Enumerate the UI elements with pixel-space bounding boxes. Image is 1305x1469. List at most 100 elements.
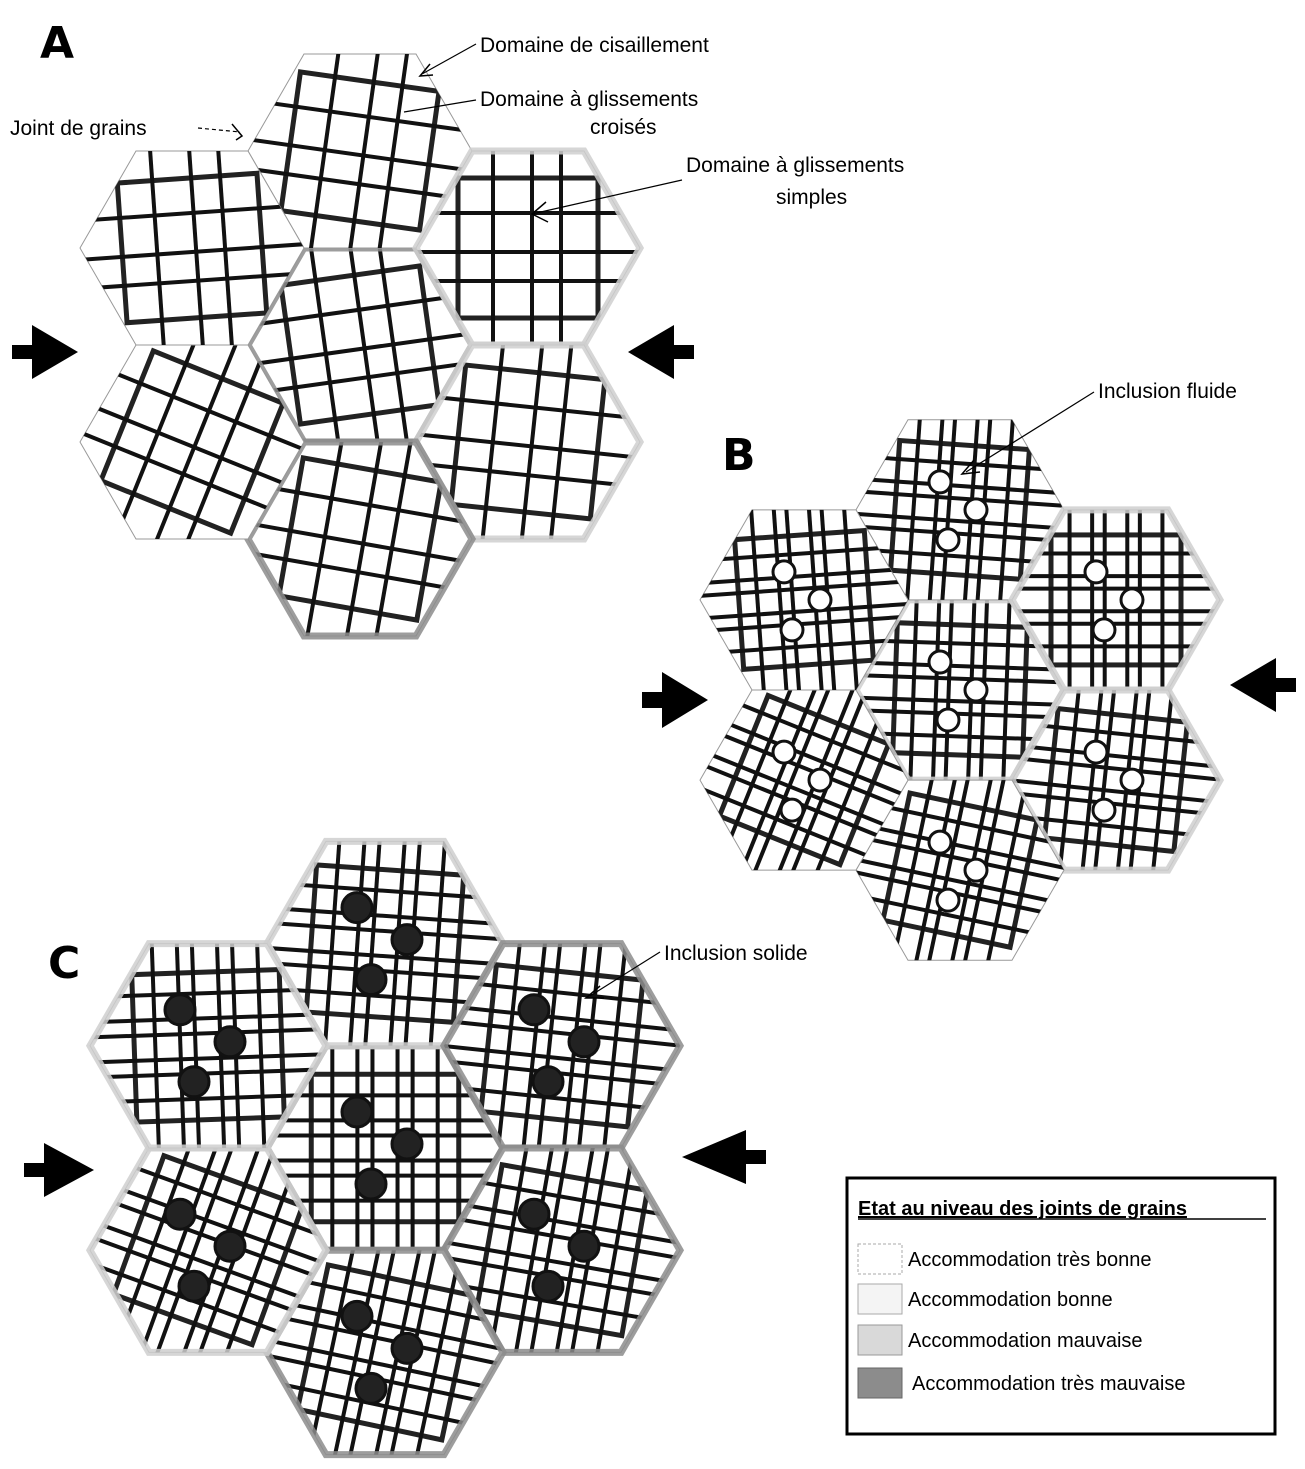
- slip-line: [145, 151, 169, 345]
- fluid-inclusion: [771, 739, 797, 765]
- grain: [699, 689, 909, 871]
- slip-line: [925, 419, 948, 600]
- slip-line: [1012, 753, 1220, 785]
- shear-domain-leader: [421, 43, 477, 75]
- grain: [699, 509, 909, 691]
- grain-square: [97, 347, 287, 537]
- grain-square: [114, 170, 270, 326]
- simple-slip-label-line1: Domaine à glissements: [686, 154, 904, 177]
- arrow-icon: [642, 672, 708, 728]
- solid-inclusion: [390, 1331, 424, 1365]
- solid-inclusion: [340, 891, 374, 925]
- slip-line: [342, 54, 386, 249]
- slip-line: [856, 475, 1064, 498]
- solid-inclusion: [354, 963, 388, 997]
- grain-square: [1041, 705, 1191, 855]
- solid-inclusion-leader: [589, 951, 661, 997]
- grain-boundary-leader: [197, 127, 241, 133]
- grain: [79, 150, 305, 346]
- grain-square: [1048, 532, 1184, 668]
- arrow-icon: [628, 325, 694, 379]
- slip-line: [248, 516, 472, 570]
- fluid-inclusion: [963, 677, 989, 703]
- grain: [439, 940, 685, 1152]
- slip-line: [937, 419, 960, 600]
- slip-line: [168, 345, 277, 539]
- solid-inclusion: [354, 1167, 388, 1201]
- slip-line: [742, 690, 845, 871]
- slip-line: [444, 1040, 680, 1076]
- cross-slip-leader: [403, 99, 477, 113]
- grain-square: [731, 527, 877, 672]
- slip-line: [303, 54, 347, 249]
- solid-inclusion: [390, 923, 424, 957]
- legend-label-poor: Accommodation mauvaise: [908, 1330, 1143, 1352]
- fluid-inclusion: [927, 829, 953, 855]
- solid-inclusion: [531, 1269, 565, 1303]
- grain: [79, 344, 305, 540]
- grain-cell-outline: [79, 150, 305, 346]
- solid-inclusion-arrowhead-icon: [583, 985, 604, 999]
- grain-square: [276, 455, 444, 623]
- panel-c-annotations: Inclusion solide: [583, 942, 808, 999]
- slip-line: [90, 1026, 326, 1041]
- slip-line: [907, 780, 966, 961]
- legend-box: [845, 1176, 1277, 1436]
- solid-inclusion: [531, 1065, 565, 1099]
- grain: [411, 147, 645, 349]
- legend-label-very-good: Accommodation très bonne: [908, 1249, 1151, 1271]
- slip-line: [267, 1307, 503, 1373]
- slip-line: [839, 509, 862, 690]
- grain: [243, 438, 477, 640]
- slip-line: [700, 577, 908, 600]
- grain-square: [303, 862, 467, 1026]
- panel-a-aggregate: [79, 53, 645, 640]
- slip-line: [769, 509, 792, 690]
- grain-square: [110, 1152, 306, 1348]
- slip-line: [267, 1332, 503, 1398]
- grain-square: [887, 437, 1033, 582]
- grain: [85, 1144, 331, 1356]
- slip-line: [143, 1148, 249, 1353]
- grain-square: [448, 362, 608, 522]
- panel-a-letter: A: [40, 18, 74, 69]
- slip-line: [700, 600, 908, 623]
- solid-inclusion: [213, 1229, 247, 1263]
- grain-square: [473, 1161, 651, 1339]
- slip-line: [444, 1234, 680, 1291]
- slip-line: [267, 918, 503, 944]
- slip-line: [416, 429, 640, 463]
- slip-line: [515, 345, 549, 539]
- slip-line: [700, 612, 908, 635]
- slip-line: [299, 441, 352, 636]
- legend-title: Etat au niveau des joints de grains: [858, 1198, 1187, 1220]
- slip-line: [80, 391, 304, 501]
- fluid-inclusion: [927, 649, 953, 675]
- simple-slip-leader: [531, 179, 683, 215]
- legend-swatch-very-poor: [857, 1367, 903, 1399]
- slip-line: [105, 345, 214, 539]
- slip-line: [444, 1015, 680, 1051]
- slip-line: [700, 739, 908, 842]
- grain-square: [129, 966, 287, 1125]
- slip-line: [856, 830, 1064, 889]
- panel-b-annotations: Inclusion fluide: [960, 380, 1237, 475]
- solid-inclusion: [340, 1095, 374, 1129]
- grain-square: [278, 69, 442, 233]
- simple-slip-label-line2: simples: [776, 186, 847, 209]
- fluid-inclusion: [1083, 739, 1109, 765]
- panel-c-aggregate: [85, 837, 685, 1459]
- slip-line: [267, 943, 503, 969]
- grain-square: [278, 263, 442, 427]
- legend-swatch-poor: [857, 1324, 903, 1356]
- slip-line: [248, 133, 472, 177]
- fluid-inclusion: [963, 857, 989, 883]
- slip-line: [856, 510, 1064, 533]
- fluid-inclusion: [963, 497, 989, 523]
- slip-line: [700, 565, 908, 588]
- grain-square: [478, 962, 646, 1130]
- slip-line: [856, 672, 1064, 686]
- slip-line: [184, 151, 208, 345]
- fluid-inclusion: [935, 527, 961, 553]
- slip-line: [856, 852, 1064, 911]
